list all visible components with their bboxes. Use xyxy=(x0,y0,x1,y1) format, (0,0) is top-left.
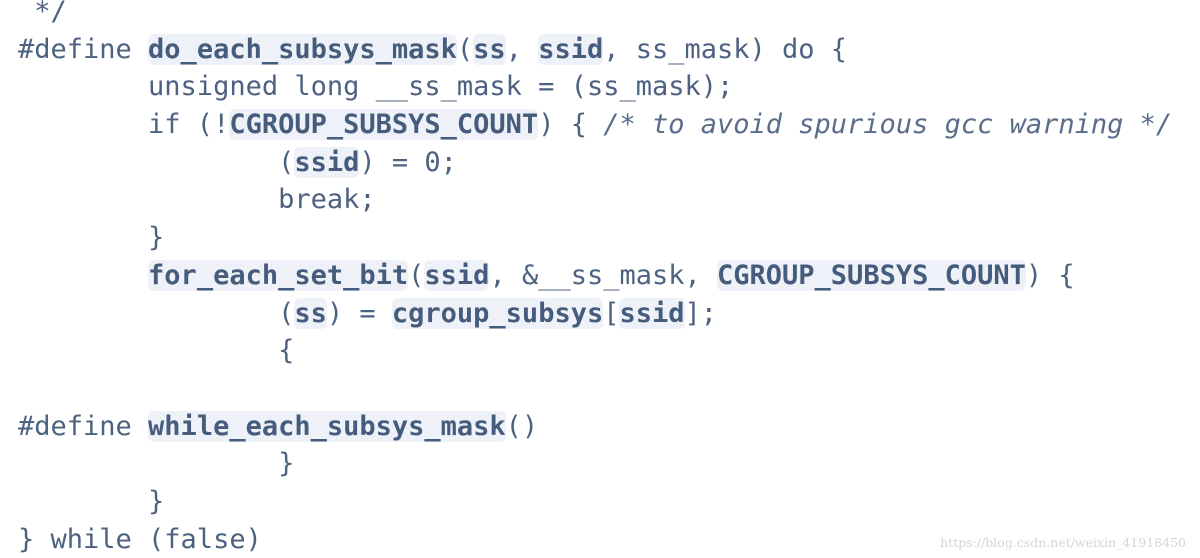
code-identifier: ss xyxy=(473,33,506,65)
code-identifier: ssid xyxy=(294,146,360,178)
code-line: if (!CGROUP_SUBSYS_COUNT) { /* to avoid … xyxy=(18,106,1172,144)
code-line: { xyxy=(18,332,1172,370)
code-text: ) { xyxy=(538,109,604,141)
code-text: ( xyxy=(456,33,474,65)
code-line: unsigned long __ss_mask = (ss_mask); xyxy=(18,68,1172,106)
code-text: ) = 0; xyxy=(359,146,457,178)
code-comment: /* to avoid spurious gcc warning */ xyxy=(603,109,1173,141)
code-text: , &__ss_mask, xyxy=(489,259,718,291)
code-line: #define while_each_subsys_mask() xyxy=(18,408,1172,446)
code-identifier: ssid xyxy=(538,33,604,65)
code-text: } while (false) xyxy=(18,523,262,555)
code-line: for_each_set_bit(ssid, &__ss_mask, CGROU… xyxy=(18,257,1172,295)
code-text: } xyxy=(18,222,165,254)
watermark: https://blog.csdn.net/weixin_41918450 xyxy=(940,535,1186,550)
code-block: */#define do_each_subsys_mask(ss, ssid, … xyxy=(18,0,1172,558)
code-text: if (! xyxy=(18,109,230,141)
code-text: () xyxy=(505,410,539,442)
code-text: , xyxy=(505,33,539,65)
code-identifier: for_each_set_bit xyxy=(148,259,409,291)
code-identifier: ssid xyxy=(424,259,490,291)
code-line: */ xyxy=(18,0,1172,31)
code-text: [ xyxy=(603,297,620,329)
code-text: } xyxy=(18,485,165,517)
code-text: break; xyxy=(18,184,376,216)
code-line: #define do_each_subsys_mask(ss, ssid, ss… xyxy=(18,31,1172,69)
code-line: } while (false) xyxy=(18,521,1172,558)
code-identifier: CGROUP_SUBSYS_COUNT xyxy=(717,259,1026,291)
code-line: } xyxy=(18,483,1172,521)
code-text: unsigned long __ss_mask = (ss_mask); xyxy=(18,71,734,103)
code-identifier: while_each_subsys_mask xyxy=(148,410,506,442)
code-text: ) { xyxy=(1025,259,1075,291)
code-line: } xyxy=(18,219,1172,257)
code-line: (ss) = cgroup_subsys[ssid]; xyxy=(18,295,1172,333)
code-identifier: ssid xyxy=(619,297,685,329)
code-identifier: cgroup_subsys xyxy=(391,297,604,329)
code-identifier: do_each_subsys_mask xyxy=(148,33,457,65)
code-text: */ xyxy=(18,0,67,27)
code-text: ]; xyxy=(684,297,718,329)
code-line xyxy=(18,370,1172,408)
code-text: #define xyxy=(18,33,149,65)
code-line: break; xyxy=(18,181,1172,219)
code-identifier: CGROUP_SUBSYS_COUNT xyxy=(229,109,539,141)
code-text: ( xyxy=(408,259,425,291)
code-text: ( xyxy=(18,297,295,329)
code-text: #define xyxy=(18,410,149,442)
code-text: { xyxy=(18,335,295,367)
code-text: ( xyxy=(18,146,295,178)
code-text: } xyxy=(18,448,295,480)
code-text: , ss_mask) do { xyxy=(603,33,848,65)
code-identifier: ss xyxy=(294,297,327,329)
code-text: ) = xyxy=(326,297,392,329)
code-line: } xyxy=(18,445,1172,483)
code-text xyxy=(18,260,148,291)
code-line: (ssid) = 0; xyxy=(18,144,1172,182)
